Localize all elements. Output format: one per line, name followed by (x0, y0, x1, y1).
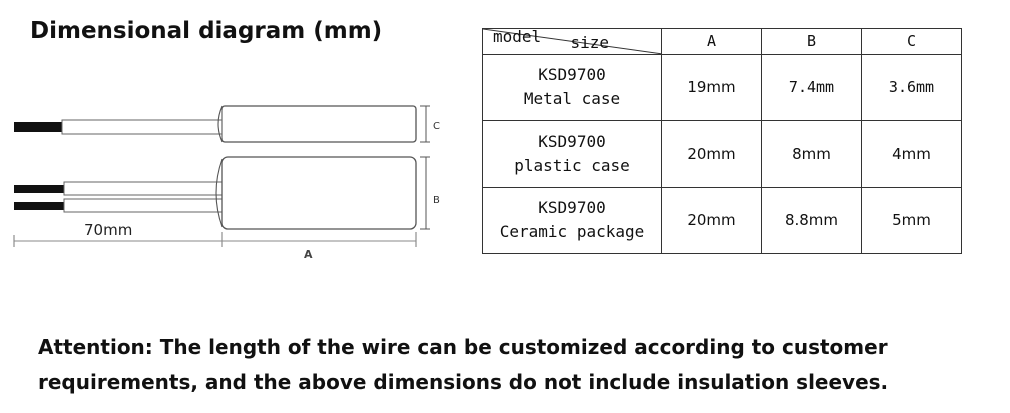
model-type: Metal case (523, 89, 621, 109)
attention-note: Attention: The length of the wire can be… (38, 335, 889, 394)
dimension-label-b: B (433, 195, 440, 206)
insulated-lead-top (61, 119, 223, 135)
dimension-label-a: A (304, 248, 313, 261)
value-b: 8.8mm (761, 186, 862, 255)
value-b: 8mm (761, 120, 862, 188)
model-name: KSD9700 (538, 65, 606, 85)
value-b: 7.4mm (761, 53, 862, 122)
model-cell: KSD9700 Ceramic package (482, 186, 662, 255)
model-label: model (493, 28, 542, 46)
insulated-lead-lower (63, 198, 223, 213)
value-c: 3.6mm (861, 53, 962, 122)
black-wire-lower (14, 202, 66, 210)
value-a: 19mm (661, 53, 762, 122)
model-cell: KSD9700 Metal case (482, 53, 662, 122)
plastic-case-body (221, 156, 417, 230)
insulated-lead-upper (63, 181, 223, 196)
plastic-case-sensor: B (14, 156, 440, 230)
value-c: 5mm (861, 186, 962, 255)
column-header-a: A (661, 28, 762, 55)
diagonal-divider (483, 29, 661, 54)
table-row: KSD9700 plastic case 20mm 8mm 4mm (482, 120, 962, 188)
table-row: KSD9700 Ceramic package 20mm 8.8mm 5mm (482, 186, 962, 255)
value-a: 20mm (661, 186, 762, 255)
metal-case-body (221, 105, 417, 143)
column-header-c: C (861, 28, 962, 55)
metal-case-sensor: C (14, 105, 440, 143)
model-name: KSD9700 (538, 131, 606, 151)
value-a: 20mm (661, 120, 762, 188)
wire-length-label: 70mm (84, 221, 132, 239)
column-header-b: B (761, 28, 862, 55)
dimension-label-c: C (433, 121, 440, 132)
size-label: size (570, 33, 609, 52)
value-c: 4mm (861, 120, 962, 188)
length-dimension: 70mm A (13, 221, 417, 261)
model-name: KSD9700 (538, 198, 606, 218)
table-header-row: size model A B C (482, 28, 962, 55)
model-cell: KSD9700 plastic case (482, 120, 662, 188)
model-type: Ceramic package (499, 222, 645, 242)
black-wire-upper (14, 185, 66, 193)
diagram-title: Dimensional diagram (mm) (30, 18, 383, 44)
table-row: KSD9700 Metal case 19mm 7.4mm 3.6mm (482, 53, 962, 122)
dimension-drawing: C B 70mm A (13, 105, 440, 261)
model-type: plastic case (514, 155, 630, 175)
dimension-table: size model A B C KSD9700 Metal case 19mm… (482, 28, 962, 255)
size-model-corner-cell: size model (482, 28, 662, 55)
black-wire-top (14, 122, 64, 132)
